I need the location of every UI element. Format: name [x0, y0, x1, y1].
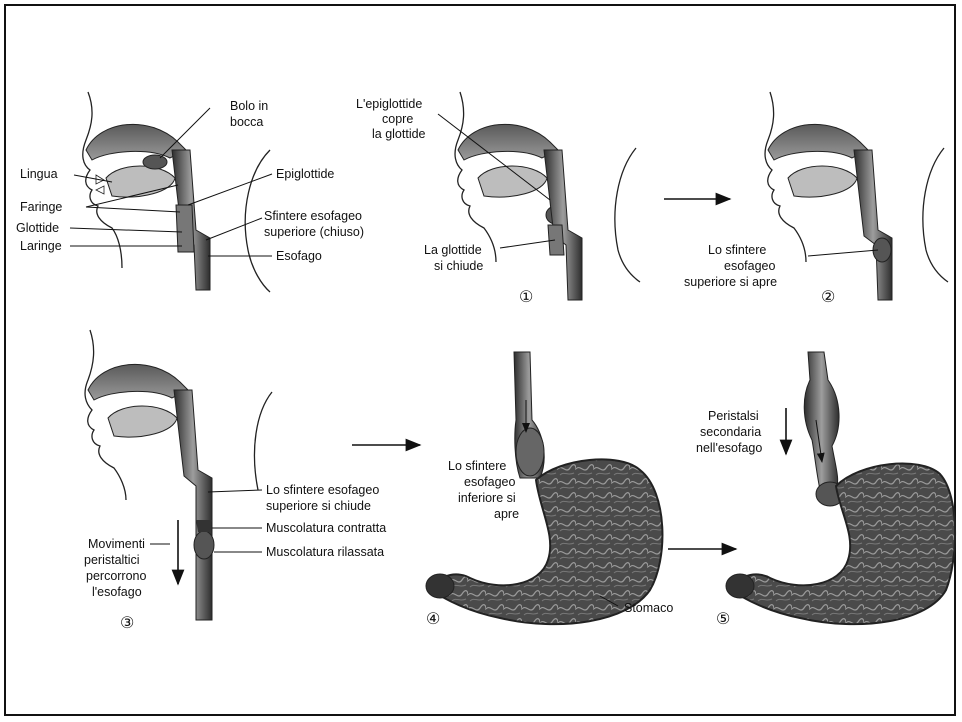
label-movimenti-1: Movimenti — [88, 537, 145, 551]
label-muscolatura-rilassata: Muscolatura rilassata — [266, 545, 384, 559]
label-sfintere-sup-1: Sfintere esofageo — [264, 209, 362, 223]
label-glott-chiude-1: La glottide — [424, 243, 482, 257]
step-number-4: ④ — [426, 611, 440, 628]
label-sf-inf-4: apre — [494, 507, 519, 521]
label-sf-chiude-1: Lo sfintere esofageo — [266, 483, 379, 497]
step-number-2: ② — [821, 289, 835, 306]
panel-step-4 — [426, 352, 662, 624]
label-muscolatura-contratta: Muscolatura contratta — [266, 521, 386, 535]
label-epig-copre-2: copre — [382, 112, 413, 126]
label-epig-copre-3: la glottide — [372, 127, 426, 141]
label-laringe: Laringe — [20, 239, 62, 253]
teeth — [96, 175, 104, 194]
step-number-5: ⑤ — [716, 611, 730, 628]
label-faringe: Faringe — [20, 200, 62, 214]
label-movimenti-4: l'esofago — [92, 585, 142, 599]
bolus — [143, 155, 167, 169]
label-peristalsi-2: secondaria — [700, 425, 761, 439]
label-bolo-2: bocca — [230, 115, 263, 129]
step-number-3: ③ — [120, 615, 134, 632]
panel-step-5 — [726, 352, 955, 624]
palate — [86, 124, 186, 160]
label-peristalsi-1: Peristalsi — [708, 409, 759, 423]
label-bolo-1: Bolo in — [230, 99, 268, 113]
panel-step-2 — [765, 92, 948, 300]
label-movimenti-3: percorrono — [86, 569, 146, 583]
label-sfintere-sup-2: superiore (chiuso) — [264, 225, 364, 239]
label-movimenti-2: peristaltici — [84, 553, 140, 567]
step-number-1: ① — [519, 289, 533, 306]
label-esofago: Esofago — [276, 249, 322, 263]
label-sf-apre-3: superiore si apre — [684, 275, 777, 289]
label-glott-chiude-2: si chiude — [434, 259, 483, 273]
label-lingua: Lingua — [20, 167, 58, 181]
label-sf-chiude-2: superiore si chiude — [266, 499, 371, 513]
tongue — [106, 166, 175, 197]
label-sf-apre-2: esofageo — [724, 259, 775, 273]
label-stomaco: Stomaco — [624, 601, 673, 615]
label-glottide: Glottide — [16, 221, 59, 235]
label-epiglottide: Epiglottide — [276, 167, 334, 181]
label-sf-inf-3: inferiore si — [458, 491, 516, 505]
pylorus — [426, 574, 454, 598]
label-epig-copre-1: L'epiglottide — [356, 97, 422, 111]
label-sf-apre-1: Lo sfintere — [708, 243, 766, 257]
label-sf-inf-1: Lo sfintere — [448, 459, 506, 473]
label-sf-inf-2: esofageo — [464, 475, 515, 489]
label-peristalsi-3: nell'esofago — [696, 441, 762, 455]
